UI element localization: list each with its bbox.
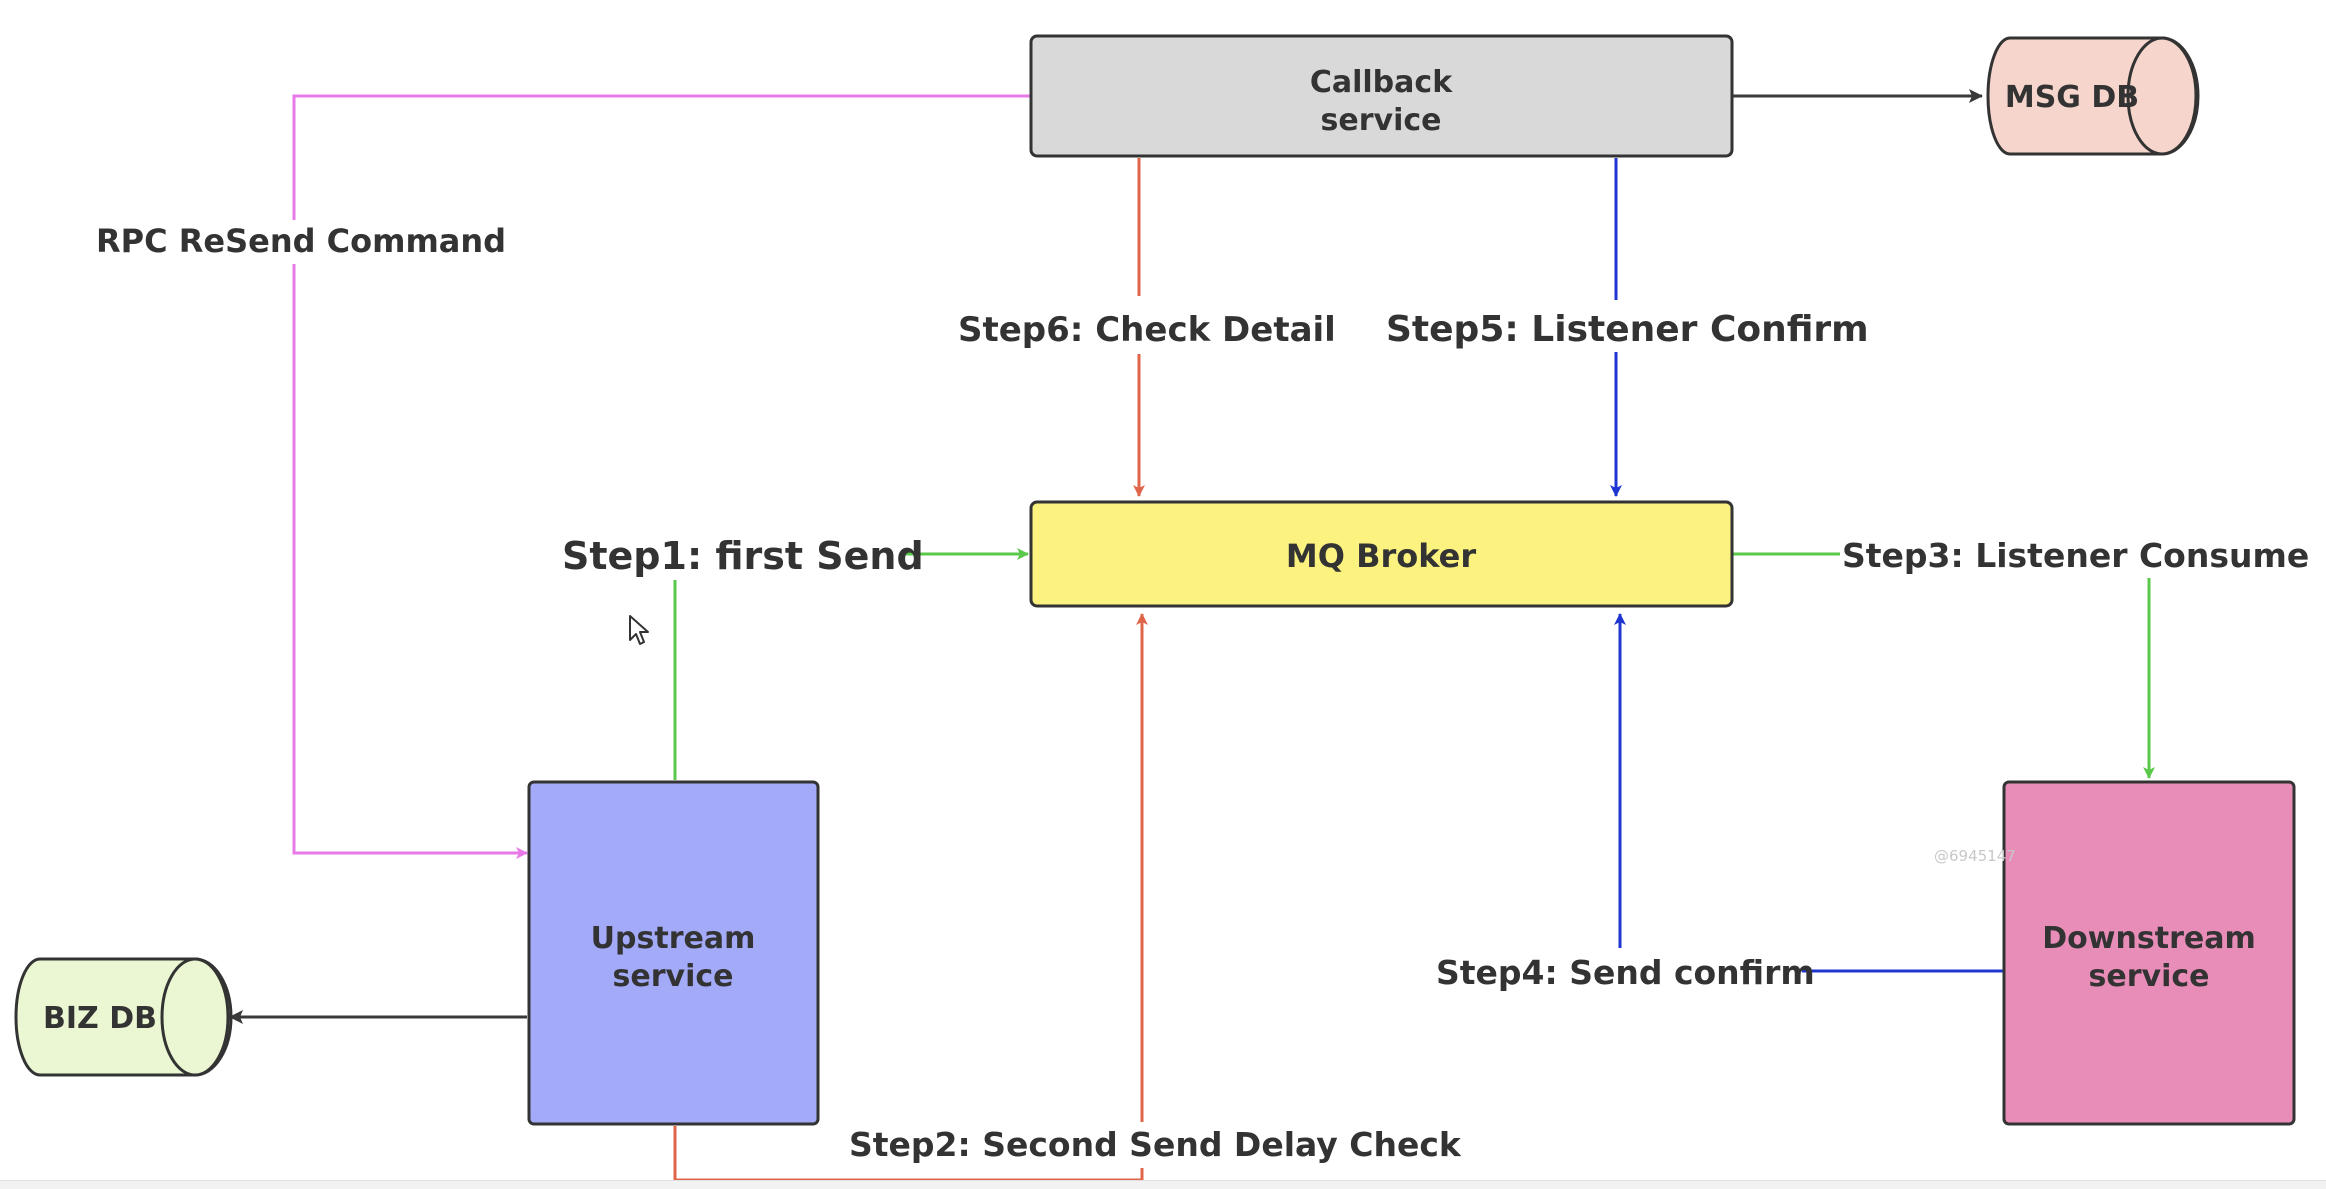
callback-service-node: Callback service [1029,34,1734,158]
mouse-cursor-icon [629,615,649,645]
step4-label: Step4: Send confirm [1436,953,1815,992]
rpc-resend-label: RPC ReSend Command [96,222,506,260]
watermark-text: @6945147 [1934,847,2016,865]
upstream-service-line1: Upstream [591,921,756,956]
biz-db-node: BIZ DB [14,957,233,1077]
downstream-service-line1: Downstream [2042,921,2255,956]
step6-label: Step6: Check Detail [958,310,1336,350]
step5-label: Step5: Listener Confirm [1386,309,1869,350]
callback-service-line2: service [1321,103,1442,138]
rpc-resend-connector [292,94,1030,859]
callback-service-line1: Callback [1310,65,1453,100]
biz-db-label: BIZ DB [43,1001,157,1036]
step3-label: Step3: Listener Consume [1842,536,2309,575]
msg-db-node: MSG DB [1986,36,2200,156]
bottom-strip [0,1180,2326,1189]
downstream-service-line2: service [2089,959,2210,994]
upstream-service-line2: service [613,959,734,994]
mq-broker-node: MQ Broker [1029,500,1734,608]
msg-db-label: MSG DB [2005,80,2139,115]
mq-broker-label: MQ Broker [1286,537,1476,575]
step2-label: Step2: Second Send Delay Check [849,1125,1462,1164]
downstream-service-node: Downstream service [2002,780,2296,1126]
upstream-service-node: Upstream service [527,780,820,1126]
step1-label: Step1: first Send [562,534,924,578]
